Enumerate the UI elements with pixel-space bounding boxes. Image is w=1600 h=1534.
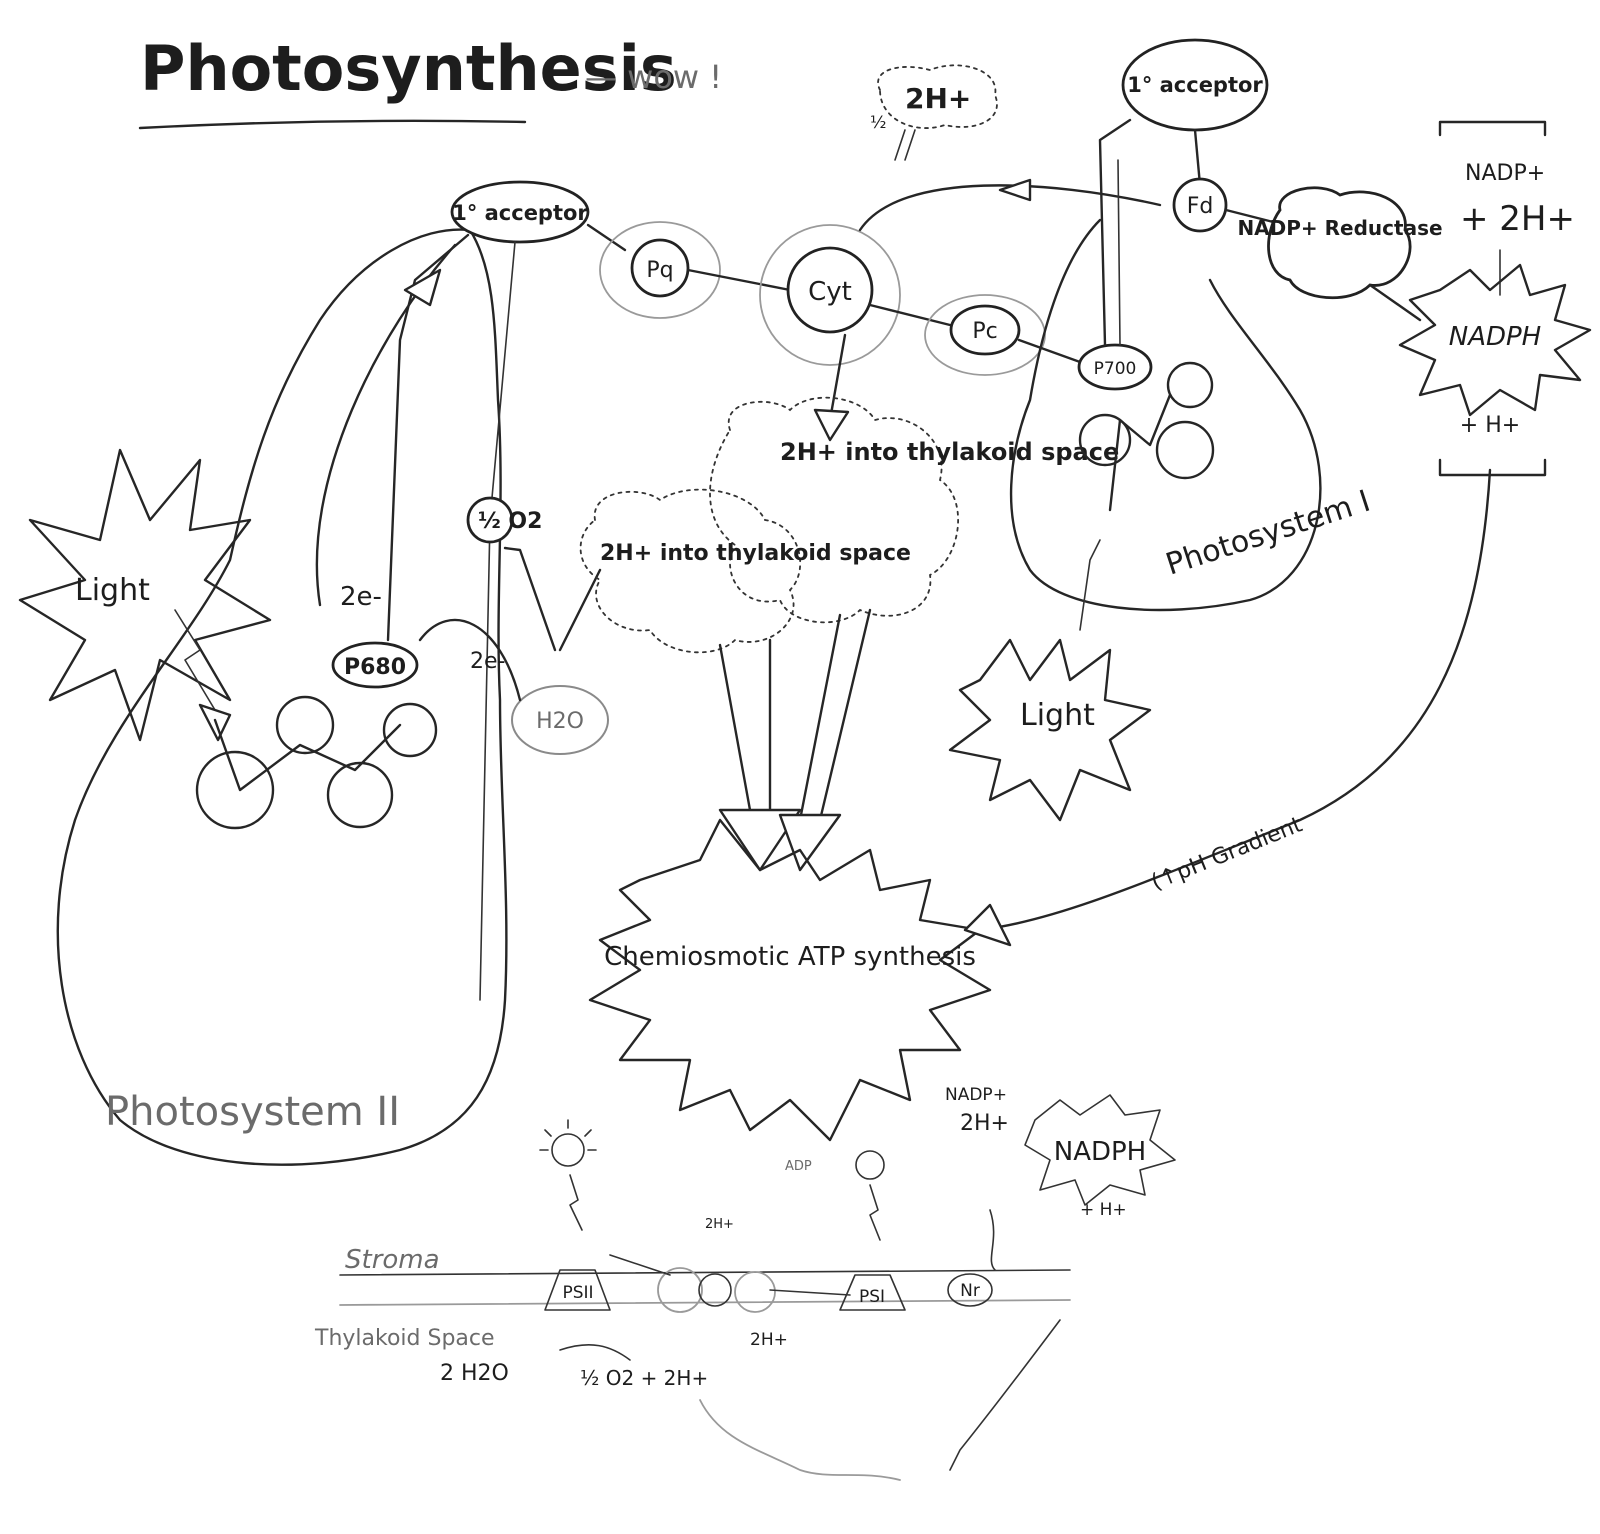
- energy-zigzag-ps2: [215, 720, 400, 790]
- membrane-top-line: [340, 1270, 1070, 1275]
- atp-label: Chemiosmotic ATP synthesis: [604, 942, 976, 972]
- light-right-label: Light: [1020, 698, 1095, 733]
- two-h-mini: 2H+: [960, 1111, 1009, 1136]
- nr-label: Nr: [960, 1281, 980, 1301]
- nadp-plus-label: NADP+: [1465, 161, 1545, 186]
- pq-mini: [658, 1268, 702, 1312]
- cloud-right-to-atp: [800, 610, 870, 820]
- atp-burst: [590, 820, 990, 1140]
- cloud-left-text: 2H+ into thylakoid space: [600, 541, 911, 566]
- two-h2o-label: 2 H2O: [440, 1361, 509, 1386]
- p700-label: P700: [1094, 359, 1137, 379]
- title-aside: — wow !: [585, 58, 722, 96]
- nr-to-nadph-line: [990, 1210, 995, 1270]
- light-left-label: Light: [75, 573, 150, 608]
- ph-gradient-label: (↑pH Gradient: [1148, 812, 1306, 895]
- acceptor-left-label: 1° acceptor: [452, 201, 588, 225]
- thylakoid-space-label: Thylakoid Space: [314, 1326, 495, 1351]
- cyt-label: Cyt: [808, 277, 852, 307]
- pq-to-cyt-arrow: [688, 270, 790, 290]
- plus-2h-label: + 2H+: [1460, 199, 1575, 239]
- acceptor-to-pq-arrow: [588, 225, 625, 250]
- chlorophyll-circle: [1168, 363, 1212, 407]
- stroma-label: Stroma: [345, 1245, 440, 1275]
- cloud-right-text: 2H+ into thylakoid space: [780, 438, 1119, 466]
- water-to-o2-arrow: [505, 548, 555, 650]
- pc-to-p700-arrow: [1019, 340, 1080, 362]
- adp-mini: ADP: [785, 1159, 812, 1174]
- nadp-reductase-node: [1269, 188, 1411, 298]
- cyt-to-cloud-head: [815, 410, 848, 440]
- membrane-line: [480, 242, 515, 1000]
- ph-gradient-head: [965, 905, 1010, 945]
- nadph-mini-label: NADPH: [1054, 1137, 1147, 1167]
- plus-h-label: + H+: [1460, 413, 1520, 438]
- two-e-label-b: 2e-: [470, 649, 505, 674]
- chlorophyll-circle: [197, 752, 273, 828]
- cyt-to-pc-arrow: [870, 305, 950, 325]
- cyclic-loop-head: [1000, 180, 1030, 200]
- cloud-left: [581, 490, 801, 653]
- top-2h-label: 2H+: [905, 82, 971, 115]
- bolt-icon: [870, 1185, 880, 1240]
- chlorophyll-circle: [328, 763, 392, 827]
- pc-mini: [735, 1272, 775, 1312]
- bracket-bottom: [1440, 460, 1545, 475]
- acceptor-right-label: 1° acceptor: [1127, 73, 1263, 97]
- cloud-left-to-atp: [720, 640, 770, 810]
- atp-arrowhead-right: [780, 815, 840, 870]
- ps1-label: PSI: [859, 1287, 885, 1307]
- cyt-mini: [699, 1274, 731, 1306]
- photosystem-2-label: Photosystem II: [105, 1089, 400, 1135]
- lightning-left: [175, 610, 215, 710]
- photosystem-1-label: Photosystem I: [1162, 484, 1375, 583]
- title-underline: [140, 121, 525, 128]
- reductase-label: NADP+ Reductase: [1237, 216, 1442, 240]
- two-e-label-a: 2e-: [340, 582, 382, 612]
- pq-label: Pq: [646, 258, 673, 283]
- ps2-label: PSII: [562, 1283, 593, 1303]
- sun-icon: [552, 1134, 584, 1166]
- cyt-to-cloud-arrow: [830, 335, 845, 420]
- h2o-label: H2O: [536, 709, 584, 734]
- title-block: Photosynthesis — wow !: [140, 32, 722, 128]
- mini-arrows: [610, 1255, 850, 1295]
- chlorophyll-circle: [1157, 422, 1213, 478]
- wavy-line: [950, 1320, 1060, 1470]
- electron-path-left: [317, 245, 455, 605]
- chlorophyll-circle: [277, 697, 333, 753]
- chlorophyll-circle: [384, 704, 436, 756]
- lightning-right: [1080, 540, 1100, 630]
- half-o2-label: ½ O2: [478, 509, 542, 534]
- nadph-label: NADPH: [1449, 322, 1542, 352]
- p680-label: P680: [344, 655, 406, 680]
- nadp-mini: NADP+: [945, 1085, 1007, 1105]
- bolt-icon: [570, 1175, 582, 1230]
- p700-to-acceptor-b: [1118, 160, 1120, 345]
- sun-icon: [856, 1151, 884, 1179]
- wavy-line: [700, 1400, 900, 1480]
- acceptor-to-fd-arrow: [1195, 130, 1200, 185]
- sun-rays: [540, 1120, 596, 1150]
- pc-label: Pc: [972, 319, 997, 344]
- plus-h-mini: + H+: [1080, 1200, 1127, 1220]
- top-2h-tick: [895, 130, 915, 160]
- p700-to-acceptor: [1100, 120, 1130, 345]
- fd-label: Fd: [1187, 194, 1214, 219]
- water-split-arrow: [560, 1345, 630, 1360]
- half-o2-2h-label: ½ O2 + 2H+: [580, 1366, 708, 1390]
- top-half-label: ½: [870, 113, 886, 133]
- membrane-sketch: Stroma Thylakoid Space PSII 2H+ 2H+ ADP …: [314, 1085, 1175, 1480]
- two-h-under: 2H+: [750, 1330, 788, 1350]
- water-to-cloud-arrow: [560, 570, 600, 650]
- two-h-top-mini: 2H+: [705, 1217, 734, 1232]
- bracket-top: [1440, 122, 1545, 135]
